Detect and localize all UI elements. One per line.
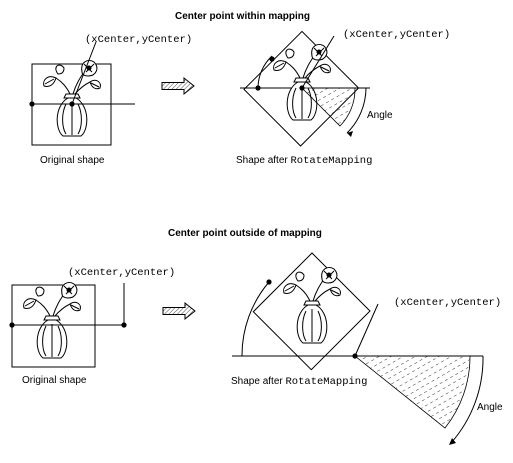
- bottom-rotated-caption-code: RotateMapping: [285, 376, 367, 388]
- top-rotated-center-label: (xCenter,yCenter): [343, 29, 450, 41]
- bottom-title: Center point outside of mapping: [168, 228, 322, 239]
- top-title: Center point within mapping: [175, 11, 310, 22]
- bottom-angle-sector: [353, 355, 471, 429]
- bottom-rotated-shape: (xCenter,yCenter) Angle Shape after Rota…: [231, 252, 503, 445]
- bottom-rotated-caption-prefix: Shape after: [231, 376, 285, 387]
- bottom-original-center-point: [121, 322, 127, 328]
- top-rotated-caption-prefix: Shape after: [236, 155, 290, 166]
- top-original-caption: Original shape: [40, 155, 105, 166]
- top-original-shape: (xCenter,yCenter) Original shape: [29, 34, 192, 166]
- bottom-rotated-center-label: (xCenter,yCenter): [394, 297, 501, 309]
- bottom-panel: Center point outside of mapping (xCenter…: [9, 228, 503, 445]
- bottom-original-center-label: (xCenter,yCenter): [68, 267, 175, 279]
- top-angle-sector: [301, 87, 356, 127]
- top-angle-label: Angle: [367, 110, 393, 121]
- top-rotated-caption: Shape after RotateMapping: [236, 155, 372, 167]
- top-rotated-caption-code: RotateMapping: [290, 155, 372, 167]
- top-rotated-left-point: [255, 85, 261, 91]
- bottom-angle-label: Angle: [477, 402, 503, 413]
- bottom-transform-arrow: [162, 302, 196, 320]
- top-rotated-shape: (xCenter,yCenter) Angle Shape after Rota…: [236, 29, 450, 167]
- top-original-center-label: (xCenter,yCenter): [85, 34, 192, 46]
- bottom-rotated-corner-point: [266, 279, 272, 285]
- top-transform-arrow: [161, 77, 195, 95]
- top-rotated-corner-point: [269, 56, 275, 62]
- bottom-original-left-point: [9, 322, 15, 328]
- bottom-original-shape: (xCenter,yCenter) Original shape: [9, 267, 175, 386]
- bottom-original-caption: Original shape: [22, 375, 87, 386]
- top-original-left-point: [29, 101, 35, 107]
- top-panel: Center point within mapping (xCenter,yCe…: [29, 11, 450, 167]
- bottom-rotated-caption: Shape after RotateMapping: [231, 376, 367, 388]
